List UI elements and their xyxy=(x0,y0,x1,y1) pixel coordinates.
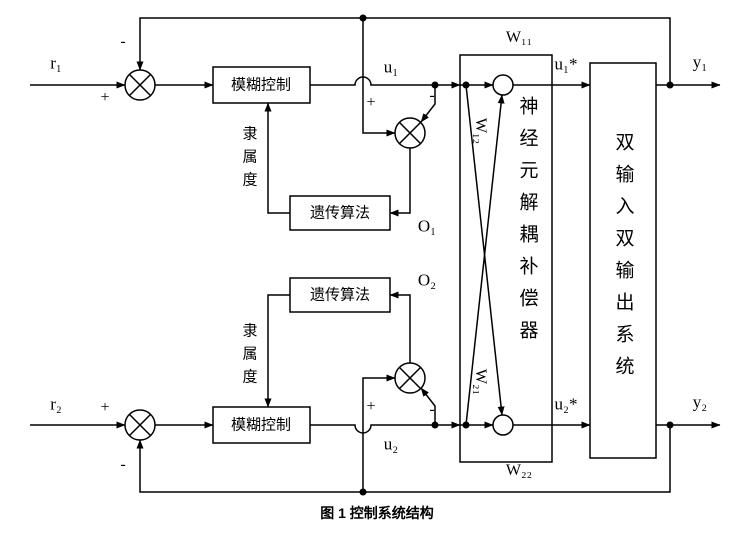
membership-degree-label-1: 隶属度 xyxy=(240,125,258,195)
wire-o2-to-ga2 xyxy=(389,291,411,363)
signal-wires xyxy=(30,17,721,493)
wire-u1-branch-minus xyxy=(420,85,436,123)
fuzzy-controller-2-box xyxy=(212,406,311,444)
wire-u2 xyxy=(310,421,461,434)
wire-membership1 xyxy=(264,102,290,214)
sign-plus-comparator-1: + xyxy=(366,94,376,111)
block-outlines xyxy=(212,54,657,463)
neuron-node-2 xyxy=(492,414,514,436)
plant-system-label: 双输入双输出系统 xyxy=(612,132,634,388)
comparator-junction-2 xyxy=(394,362,426,394)
genetic-algorithm-1-box xyxy=(289,195,391,231)
fuzzy-controller-1-label: 模糊控制 xyxy=(230,76,292,94)
membership-degree-label-2: 隶属度 xyxy=(240,322,258,392)
label-w11: W₁₁ xyxy=(505,29,533,46)
label-y1: y₁ xyxy=(692,52,708,72)
sign-plus-comparator-2: + xyxy=(366,398,376,415)
genetic-algorithm-1-label: 遗传算法 xyxy=(309,204,371,222)
label-w22: W₂₂ xyxy=(505,462,533,479)
label-o1: O₁ xyxy=(417,216,437,236)
wire-y1-feedback xyxy=(136,17,671,85)
label-u1: u₁ xyxy=(383,57,399,77)
genetic-algorithm-2-label: 遗传算法 xyxy=(309,286,371,304)
summing-junction-1 xyxy=(124,69,156,101)
comparator-junction-1 xyxy=(394,117,426,149)
wire-u1 xyxy=(310,76,461,89)
fuzzy-controller-2-label: 模糊控制 xyxy=(230,416,292,434)
sign-minus-comparator-2: - xyxy=(429,401,435,418)
neuron-compensator-box xyxy=(459,54,553,463)
wire-o1-to-ga1 xyxy=(389,148,411,217)
sign-plus-r1: + xyxy=(100,89,110,106)
label-o2: O₂ xyxy=(417,270,437,290)
wire-y2-branch-to-comparator xyxy=(362,374,396,492)
sign-minus-comparator-1: - xyxy=(429,87,435,104)
wire-w12-cross-path xyxy=(465,94,505,426)
label-u2-star: u₂* xyxy=(554,394,578,414)
wire-y1-branch-to-comparator xyxy=(362,18,396,137)
figure-caption: 图 1 控制系统结构 xyxy=(320,505,434,521)
plant-system-box xyxy=(589,62,657,459)
sign-minus-feedback-1: - xyxy=(120,33,126,50)
junction-dots xyxy=(359,14,674,496)
label-r1: r₁ xyxy=(50,53,62,73)
label-w21: W₂₁ xyxy=(472,368,489,396)
wire-y2-feedback xyxy=(136,425,671,493)
neuron-node-1 xyxy=(492,74,514,96)
label-r2: r₂ xyxy=(50,394,62,414)
summing-junction-2 xyxy=(124,409,156,441)
label-y2: y₂ xyxy=(692,392,708,412)
wire-membership2 xyxy=(264,294,290,408)
wire-u2-branch-minus xyxy=(420,387,436,425)
wire-w21-cross-path xyxy=(465,84,505,416)
sign-plus-r2: + xyxy=(100,399,110,416)
label-w12: W₁₂ xyxy=(472,117,489,145)
label-u1-star: u₁* xyxy=(554,54,578,74)
label-u2: u₂ xyxy=(383,434,399,454)
neuron-compensator-label: 神经元解耦补偿器 xyxy=(516,96,538,352)
sign-minus-feedback-2: - xyxy=(120,456,126,473)
